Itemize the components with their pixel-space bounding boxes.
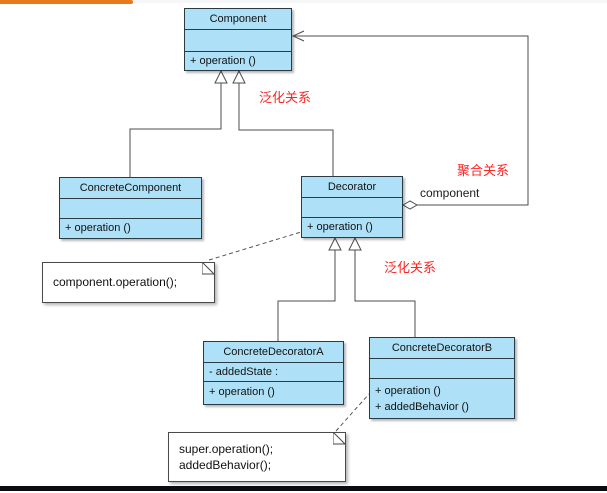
note-text-line: super.operation(); xyxy=(179,442,274,456)
note-text-line: addedBehavior(); xyxy=(179,458,272,472)
class-attributes-compartment xyxy=(185,30,291,52)
generalization-edge-concretecomponent xyxy=(129,69,228,177)
generalization-edge-concretedecoratorb xyxy=(348,236,416,337)
aggregation-diamond-icon xyxy=(401,200,419,210)
note-text: component.operation(); xyxy=(53,275,178,289)
class-title: Component xyxy=(185,9,291,30)
open-arrowhead-icon xyxy=(291,30,305,42)
class-box-concretecomponent: ConcreteComponent + operation () xyxy=(59,177,202,239)
class-title: ConcreteDecoratorB xyxy=(370,338,514,359)
class-attributes-compartment xyxy=(302,198,402,218)
class-box-concretedecoratora: ConcreteDecoratorA - addedState : + oper… xyxy=(203,341,344,405)
aggregation-role-label: component xyxy=(420,186,480,200)
class-attributes-compartment xyxy=(60,199,201,219)
class-box-concretedecoratorb: ConcreteDecoratorB + operation () + adde… xyxy=(369,337,515,419)
class-attribute: - addedState : xyxy=(204,363,343,382)
open-triangle-arrowhead-icon xyxy=(328,236,342,251)
class-operation: + operation () xyxy=(307,221,373,233)
class-title: ConcreteComponent xyxy=(60,178,201,199)
class-box-component: Component + operation () xyxy=(184,8,292,71)
bottom-bar xyxy=(0,486,607,491)
top-strip xyxy=(0,0,607,3)
note-anchor-dashed-line-1 xyxy=(208,231,302,261)
aggregation-label: 聚合关系 xyxy=(457,163,510,178)
top-accent-bar xyxy=(0,0,133,4)
open-triangle-arrowhead-icon xyxy=(214,69,228,84)
class-operation: + addedBehavior () xyxy=(375,401,469,413)
class-attributes-compartment xyxy=(370,359,514,379)
generalization-label-bottom: 泛化关系 xyxy=(384,260,437,275)
class-box-decorator: Decorator + operation () xyxy=(301,176,403,238)
generalization-edge-concretedecoratora xyxy=(277,236,342,341)
open-triangle-arrowhead-icon xyxy=(232,69,246,84)
class-operations-compartment: + operation () + addedBehavior () xyxy=(370,379,514,418)
open-triangle-arrowhead-icon xyxy=(348,236,362,251)
note-fold-corner-icon xyxy=(333,432,346,445)
uml-note-component-operation: component.operation(); xyxy=(42,262,215,303)
uml-note-super-operation: super.operation(); addedBehavior(); xyxy=(168,432,346,482)
class-operation: + operation () xyxy=(209,386,275,398)
class-operation: + operation () xyxy=(375,385,441,397)
class-operation: + operation () xyxy=(65,222,131,234)
note-fold-corner-icon xyxy=(202,262,215,275)
generalization-label-top: 泛化关系 xyxy=(259,90,312,105)
class-title: Decorator xyxy=(302,177,402,198)
class-title: ConcreteDecoratorA xyxy=(204,342,343,363)
class-operation: + operation () xyxy=(190,55,256,67)
